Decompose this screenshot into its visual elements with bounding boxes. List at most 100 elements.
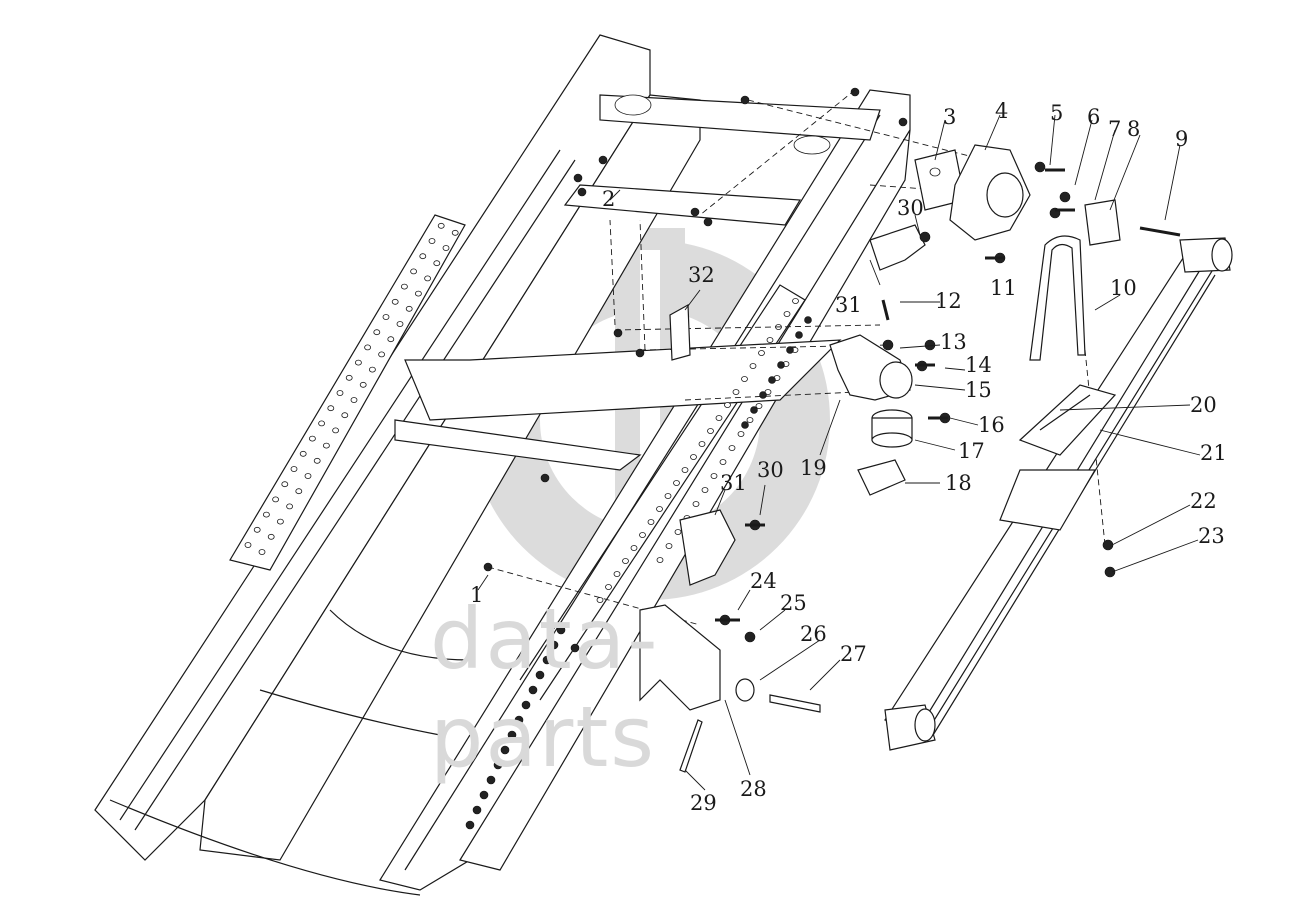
frame-hole xyxy=(332,427,340,434)
frame-bolt xyxy=(479,790,489,800)
frame-hole xyxy=(318,420,326,427)
callout-31-upper: 31 xyxy=(835,293,862,317)
frame-hole xyxy=(664,493,672,499)
frame-hole xyxy=(387,336,395,343)
frame-hole xyxy=(639,532,646,538)
callout-13: 13 xyxy=(940,330,967,354)
frame-hole xyxy=(451,229,459,236)
bracket-32 xyxy=(669,304,691,361)
front-hanger-bracket xyxy=(914,144,1121,246)
callout-7: 7 xyxy=(1108,117,1121,141)
callout-10: 10 xyxy=(1110,276,1137,300)
frame-hole xyxy=(741,376,748,382)
frame-hole xyxy=(341,412,349,419)
callout-14: 14 xyxy=(965,353,992,377)
frame-hole xyxy=(433,260,441,267)
buffer-assembly xyxy=(829,334,913,496)
frame-hole xyxy=(304,473,312,479)
frame-hole xyxy=(665,543,673,549)
frame-bolt xyxy=(507,730,517,740)
frame-bolt xyxy=(556,625,566,635)
frame-bolt xyxy=(577,187,587,197)
frame-hole xyxy=(710,473,718,479)
frame-hole xyxy=(299,450,307,457)
callout-3: 3 xyxy=(943,105,956,129)
frame-bolt xyxy=(759,391,767,399)
callout-25: 25 xyxy=(780,591,807,615)
frame-hole xyxy=(783,311,791,317)
frame-bolt xyxy=(486,775,496,785)
frame-hole xyxy=(368,366,376,373)
frame-hole xyxy=(359,381,367,388)
frame-hole xyxy=(728,445,736,451)
frame-hole xyxy=(258,549,266,555)
frame-bolt xyxy=(500,745,510,755)
callout-5: 5 xyxy=(1050,101,1063,125)
frame-hole xyxy=(698,441,706,447)
frame-hole xyxy=(281,481,289,488)
frame-bolt xyxy=(690,207,700,217)
frame-bolt xyxy=(786,346,794,354)
rear-hanger xyxy=(639,604,821,773)
callout-4: 4 xyxy=(995,99,1008,123)
frame-hole xyxy=(286,503,294,510)
frame-hole xyxy=(630,545,638,551)
frame-hole xyxy=(674,529,682,535)
callout-30-upper: 30 xyxy=(897,196,924,220)
callout-29: 29 xyxy=(690,791,717,815)
frame-hole xyxy=(322,442,330,449)
callout-1: 1 xyxy=(470,583,483,607)
frame-bolt xyxy=(898,117,908,127)
frame-hole xyxy=(253,526,261,533)
frame-hole xyxy=(613,571,621,577)
frame-hole xyxy=(267,533,275,540)
frame-bolt xyxy=(521,700,531,710)
bracket-lower xyxy=(679,509,736,586)
frame-hole xyxy=(622,558,629,564)
frame-hole xyxy=(244,542,252,548)
frame-bolt xyxy=(598,155,608,165)
frame-hole xyxy=(724,402,731,408)
frame-hole xyxy=(732,389,740,395)
bracket-upper xyxy=(869,224,926,271)
frame-bolt xyxy=(472,805,482,815)
frame-hole xyxy=(313,457,321,464)
leader-lines xyxy=(477,114,1201,791)
callout-19: 19 xyxy=(800,456,827,480)
frame-bolt xyxy=(635,348,645,358)
u-bolt xyxy=(1029,235,1086,361)
frame-hole xyxy=(437,222,445,229)
frame-hole xyxy=(378,351,386,358)
frame-hole xyxy=(295,488,303,495)
frame-bolt xyxy=(777,361,785,369)
frame-hole xyxy=(656,557,664,563)
bolt-shank xyxy=(881,299,890,321)
frame-bolt xyxy=(535,670,545,680)
fastener xyxy=(1059,191,1071,203)
frame-hole xyxy=(405,305,413,312)
frame-bolt xyxy=(528,685,538,695)
leaf-spring xyxy=(884,237,1233,751)
frame-hole xyxy=(382,314,390,320)
frame-hole xyxy=(692,501,700,507)
frame-hole xyxy=(373,329,381,336)
frame-hole xyxy=(758,350,765,356)
frame-hole xyxy=(746,417,754,423)
frame-hole xyxy=(276,518,284,525)
frame-hole xyxy=(350,397,358,403)
frame-bolt xyxy=(540,473,550,483)
chassis-frame xyxy=(94,34,911,896)
callout-21: 21 xyxy=(1200,441,1227,465)
frame-hole xyxy=(737,431,745,437)
frame-hole xyxy=(400,283,408,290)
callout-11: 11 xyxy=(990,276,1017,300)
frame-hole xyxy=(396,321,404,327)
frame-bolt xyxy=(573,173,583,183)
frame-hole xyxy=(673,480,680,486)
frame-hole xyxy=(272,496,280,503)
frame-hole xyxy=(327,405,335,412)
fastener xyxy=(744,631,756,643)
frame-bolt xyxy=(741,421,749,429)
frame-hole xyxy=(715,415,723,421)
